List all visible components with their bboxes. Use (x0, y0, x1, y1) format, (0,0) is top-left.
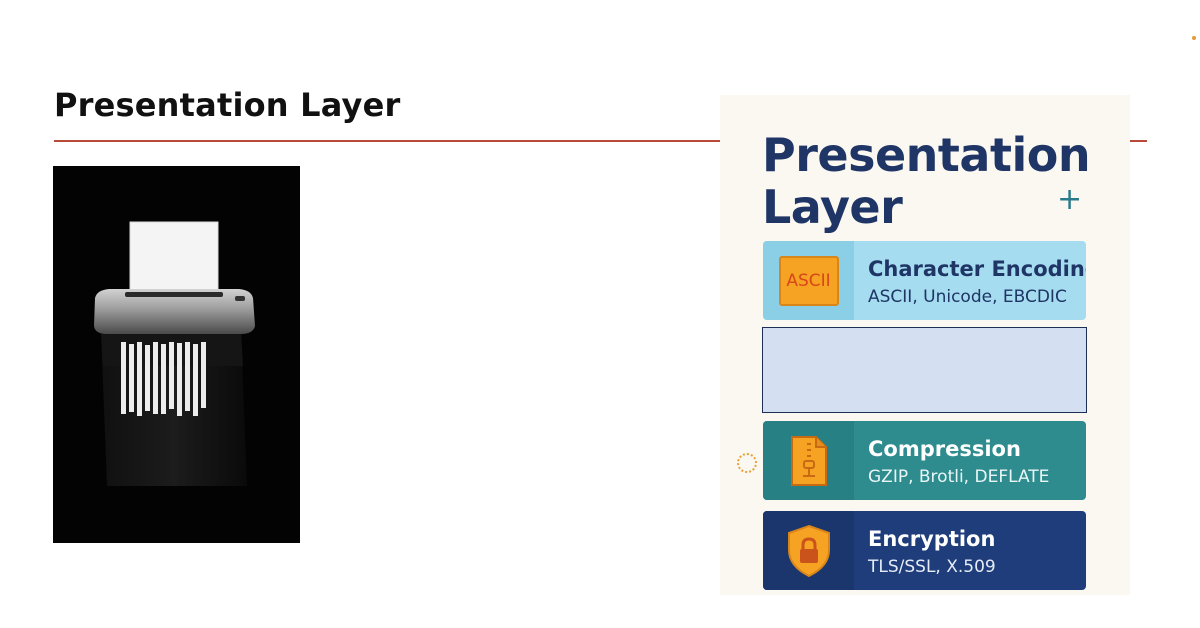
shield-lock-icon (787, 524, 830, 577)
card-heading: Encryption (868, 527, 996, 551)
corner-dot (1192, 36, 1196, 40)
card-heading: Character Encoding (868, 257, 1086, 281)
title-rule (54, 140, 1147, 142)
card-character-encoding: ASCII Character Encoding ASCII, Unicode,… (763, 241, 1086, 320)
card-icon-area (763, 421, 854, 500)
decorative-dotted-ring (737, 453, 757, 473)
paper-shredder-image (53, 166, 300, 543)
card-subtext: ASCII, Unicode, EBCDIC (868, 287, 1067, 307)
zip-file-icon (790, 435, 827, 486)
presentation-layer-poster: Presentation Layer + ASCII Character Enc… (720, 95, 1130, 595)
card-heading: Compression (868, 437, 1021, 461)
card-compression: Compression GZIP, Brotli, DEFLATE (763, 421, 1086, 500)
card-subtext: GZIP, Brotli, DEFLATE (868, 467, 1050, 487)
card-subtext: TLS/SSL, X.509 (868, 557, 996, 577)
poster-title-line1: Presentation (762, 128, 1091, 182)
card-icon-area (763, 511, 854, 590)
shredder-photo (53, 166, 300, 543)
blank-card (762, 327, 1087, 413)
plus-icon: + (1057, 182, 1083, 217)
slide-title: Presentation Layer (54, 86, 401, 124)
card-encryption: Encryption TLS/SSL, X.509 (763, 511, 1086, 590)
poster-title: Presentation Layer (762, 129, 1092, 233)
card-icon-area: ASCII (763, 241, 854, 320)
poster-title-line2: Layer (762, 180, 903, 234)
ascii-badge-icon: ASCII (778, 255, 839, 306)
